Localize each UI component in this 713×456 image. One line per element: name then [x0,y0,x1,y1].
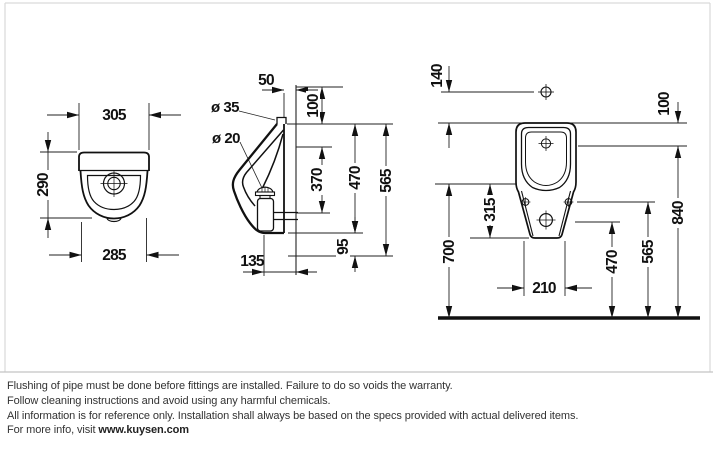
footer-line-1: Flushing of pipe must be done before fit… [7,380,453,392]
dim-side-outlet-center-drop: 370 [309,168,326,192]
footer-notes: Flushing of pipe must be done before fit… [7,379,707,438]
dim-install-outlet-height: 470 [604,250,621,274]
installation-view-drawing: 140 100 315 700 470 565 840 210 [429,61,700,320]
dim-front-width-bottom: 285 [102,247,127,264]
dim-install-inlet-below-rim: 100 [656,92,673,116]
drawing-frame [0,2,713,373]
dim-front-height: 290 [35,173,52,197]
side-view-drawing: 50 ø 35 ø 20 100 370 470 565 95 135 [211,72,395,276]
footer-website: www.kuysen.com [98,424,189,437]
dim-install-hanger-above-rim: 140 [429,64,446,88]
dim-front-width-top: 305 [102,107,127,124]
dim-side-base-depth: 135 [240,253,265,270]
dim-install-rim-height: 840 [670,201,687,225]
dim-side-inlet-drop: 100 [305,94,322,118]
dim-install-side-fix-height: 565 [640,239,657,264]
footer-line-2: Follow cleaning instructions and avoid u… [7,394,331,407]
dim-install-mid-height: 700 [441,240,458,264]
dim-install-base-width: 210 [532,280,556,297]
footer-line-4-prefix: For more info, visit [7,424,99,437]
footer-line-4: For more info, visit www.kuysen.com [7,423,707,438]
dim-install-side-fix-drop: 315 [482,197,499,222]
label-drain-diameter: ø 20 [212,130,240,147]
dim-side-body-bottom-drop: 470 [347,166,364,190]
label-inlet-diameter: ø 35 [211,99,239,116]
front-view-drawing: 305 285 290 [35,103,181,264]
dim-side-wall-offset: 50 [258,72,274,89]
dim-side-total-drop: 565 [378,168,395,193]
footer-line-3: All information is for reference only. I… [7,409,579,422]
dim-side-outlet-clearance: 95 [335,238,352,255]
